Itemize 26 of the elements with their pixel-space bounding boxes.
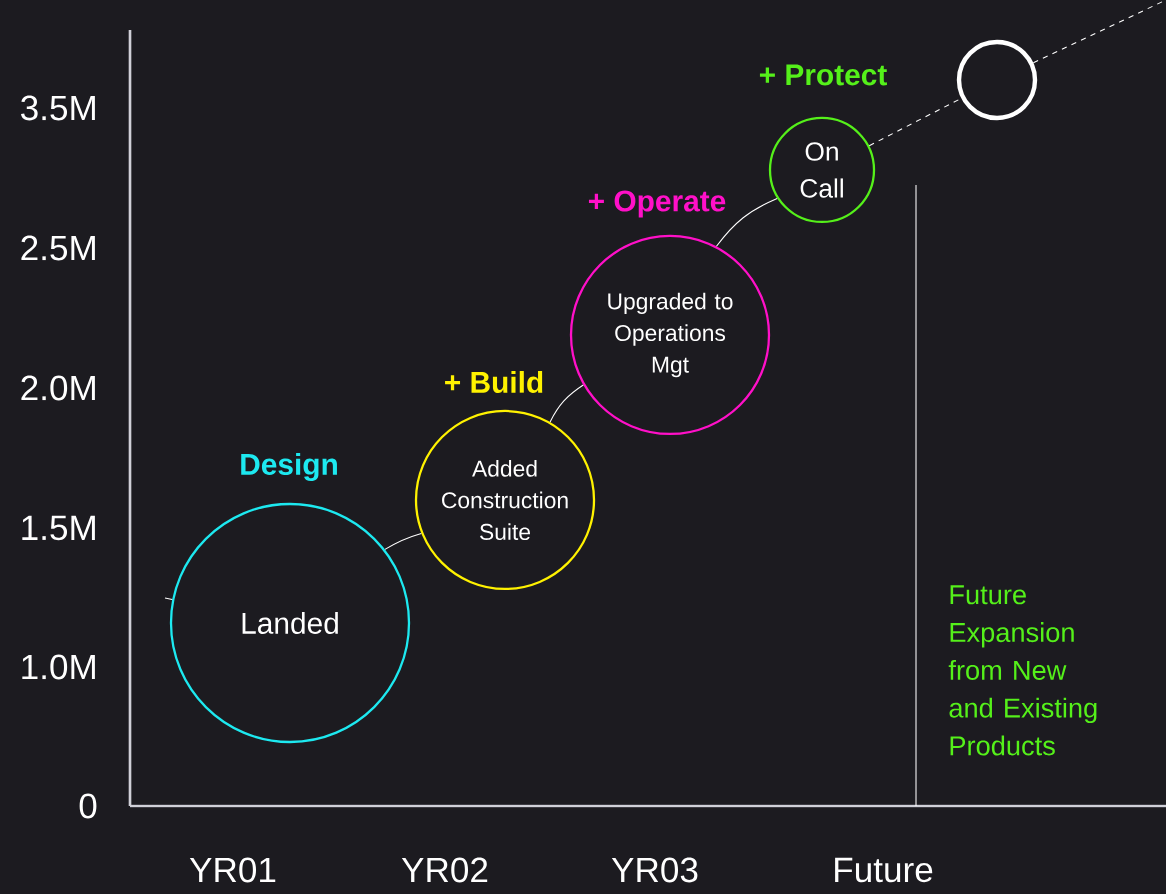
circle-node: On Call — [768, 116, 876, 224]
axis-category-label: Future — [835, 857, 933, 883]
axis-tick-label: 2.5M — [21, 235, 95, 261]
node-heading: Design — [241, 453, 337, 481]
circle-node: Added Construction Suite — [414, 409, 596, 591]
axis-category-label: YR02 — [401, 857, 488, 883]
empty-circle — [956, 39, 1038, 121]
connector-line — [384, 532, 422, 550]
circle-node: Upgraded to Operations Mgt — [569, 234, 771, 436]
axis-category-label: YR03 — [611, 857, 698, 883]
node-heading: + Protect — [759, 64, 887, 86]
connector-line — [549, 384, 584, 423]
node-heading: + Build — [445, 371, 543, 393]
connector-line — [1032, 0, 1166, 64]
note-text: Future Expansion from New and Existing Products — [948, 585, 1097, 756]
axis-category-label: YR01 — [189, 857, 276, 883]
connector-line — [868, 97, 962, 147]
connector-line — [715, 197, 778, 247]
axis-tick-label: 2.0M — [21, 375, 95, 401]
connector-line — [164, 597, 173, 600]
node-heading: + Operate — [588, 190, 726, 218]
circle-node: Landed — [169, 502, 411, 744]
axis-tick-label: 0 — [79, 793, 97, 819]
axis-tick-label: 1.0M — [22, 654, 95, 680]
axis-tick-label: 3.5M — [21, 95, 95, 121]
axis-tick-label: 1.5M — [22, 515, 95, 541]
